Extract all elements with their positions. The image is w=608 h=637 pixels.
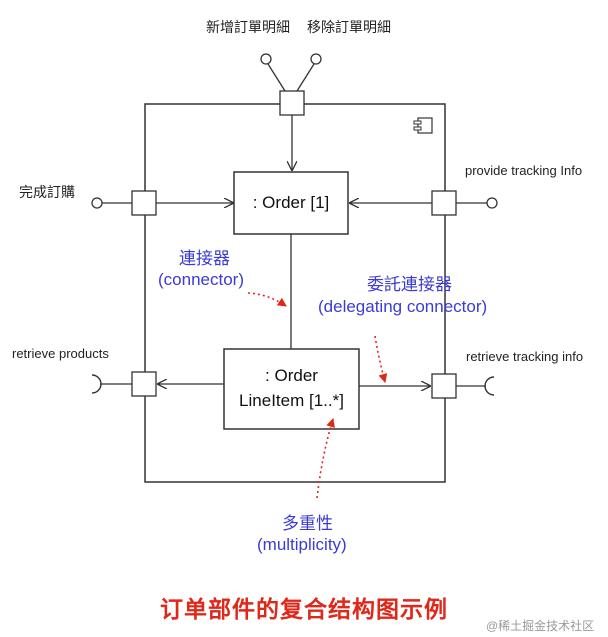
top-right-interface-icon (310, 53, 322, 65)
top-left-port-label: 新增訂單明細 (206, 19, 290, 35)
delegating-annotation-arrow (374, 335, 388, 383)
right-bottom-port-label: retrieve tracking info (466, 349, 584, 364)
left-port (91, 190, 157, 216)
delegating-annotation-zh: 委託連接器 (367, 275, 452, 294)
left-bottom-port-label: retrieve products (12, 346, 109, 361)
left-port-label: 完成訂購 (19, 184, 75, 200)
left-interface-icon (91, 197, 103, 209)
right-top-interface-icon (486, 197, 498, 209)
diagram-caption: 订单部件的复合结构图示例 (160, 596, 448, 622)
left-bottom-socket-icon (91, 374, 102, 394)
multiplicity-annotation-zh: 多重性 (282, 514, 333, 533)
component-icon (413, 117, 433, 134)
lineitem-part-label-line1: : Order (265, 366, 318, 385)
delegating-annotation-en: (delegating connector) (318, 297, 488, 316)
connector-annotation-en: (connector) (158, 270, 244, 289)
left-bottom-port (91, 371, 157, 397)
order-part-label: : Order [1] (252, 193, 330, 212)
order-part (233, 171, 349, 235)
multiplicity-annotation-arrow (316, 418, 335, 499)
connector-annotation-arrow (247, 292, 287, 307)
lineitem-part (223, 348, 360, 430)
watermark: @稀土掘金技术社区 (486, 619, 595, 633)
right-bottom-socket-icon (484, 376, 495, 396)
lineitem-part-label-line2: LineItem [1..*] (239, 391, 344, 410)
right-top-port (431, 190, 498, 216)
multiplicity-annotation-en: (multiplicity) (257, 535, 347, 554)
top-left-interface-icon (260, 53, 272, 65)
top-right-port-label: 移除訂單明細 (307, 19, 391, 35)
right-top-port-label: provide tracking Info (465, 163, 583, 178)
top-port (260, 53, 322, 116)
right-bottom-port (431, 373, 495, 399)
connector-annotation-zh: 連接器 (179, 249, 230, 268)
